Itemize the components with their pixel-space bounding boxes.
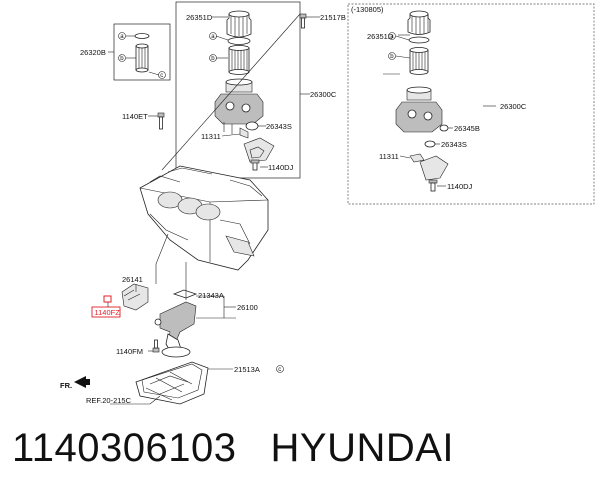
- caption: 1140306103 HYUNDAI: [12, 426, 592, 476]
- oil-filter-adapter-26141: [121, 283, 149, 311]
- inset-label-26351d: 26351D: [367, 32, 394, 41]
- label-21343a: 21343A: [198, 291, 224, 300]
- label-21513a: 21513A: [234, 365, 260, 374]
- label-26141: 26141: [122, 275, 143, 284]
- label-26100: 26100: [237, 303, 258, 312]
- inset-label-26345b: 26345B: [454, 124, 480, 133]
- bracket-11311: [239, 127, 249, 139]
- o-ring-a: [227, 37, 251, 45]
- housing-gasket-plate: [243, 137, 275, 163]
- label-1140et: 1140ET: [122, 112, 148, 121]
- front-direction-arrow: [74, 376, 90, 388]
- callout-b: b: [120, 56, 124, 62]
- leader-lines-lower: [107, 284, 236, 405]
- inset-gasket-plate: [419, 155, 449, 181]
- label-11311: 11311: [201, 132, 221, 141]
- part-labels: 26351D 21517B 26320B 26300C 1140ET 26343…: [60, 5, 527, 405]
- label-1140fm: 1140FM: [116, 347, 143, 356]
- label-26343s: 26343S: [266, 122, 292, 131]
- engine-block: [139, 165, 269, 284]
- inset-o-ring: [408, 36, 430, 44]
- inset-bolt-1140dj: [428, 179, 438, 192]
- bolt-1140et: [157, 112, 165, 130]
- inset-bracket-11311: [409, 153, 425, 163]
- bolt-1140fm: [152, 339, 160, 353]
- label-1140fz: 1140FZ: [95, 308, 121, 317]
- o-ring-small: [134, 33, 150, 39]
- inset-gasket-26343s: [424, 140, 436, 148]
- label-1140dj: 1140DJ: [268, 163, 294, 172]
- filter-cap: [226, 10, 252, 38]
- parts-diagram: a b c a b c a b: [60, 1, 595, 405]
- label-21517b: 21517B: [320, 13, 346, 22]
- inset-range-label: (-130805): [351, 5, 384, 14]
- callout-c-pan: c: [278, 367, 281, 373]
- callout-b-main: b: [211, 56, 215, 62]
- highlighted-bolt-1140fz: 1140FZ: [91, 295, 121, 318]
- inset-label-26343s: 26343S: [441, 140, 467, 149]
- inset-housing: [395, 86, 443, 133]
- callout-c: c: [160, 73, 163, 79]
- inset-seal-26345b: [439, 124, 449, 132]
- oil-pan-21513a: [135, 361, 209, 405]
- label-ref: REF.20-215C: [86, 396, 132, 405]
- bolt-21517b: [299, 13, 307, 29]
- gasket-26343s: [245, 121, 259, 131]
- gasket-21343a: [172, 289, 198, 299]
- inset-label-1140dj: 1140DJ: [447, 182, 473, 191]
- callout-b-inset: b: [390, 54, 394, 60]
- inset-filter-cap: [407, 10, 431, 35]
- caption-part-number: 1140306103: [12, 426, 237, 470]
- filter-element-small: [135, 43, 149, 73]
- callout-a: a: [120, 34, 124, 40]
- inset-label-11311: 11311: [379, 152, 399, 161]
- label-fr: FR.: [60, 381, 72, 390]
- leader-lines: [108, 13, 320, 201]
- label-26320b: 26320B: [80, 48, 106, 57]
- inset-leader-lines: [383, 34, 496, 187]
- oil-pump-26100: [154, 301, 197, 358]
- label-26351d: 26351D: [186, 13, 213, 22]
- label-26300c: 26300C: [310, 90, 337, 99]
- inset-label-26300c: 26300C: [500, 102, 527, 111]
- inset-box: [347, 3, 595, 205]
- callout-a-main: a: [211, 34, 215, 40]
- caption-brand: HYUNDAI: [270, 426, 455, 470]
- filter-element: [228, 45, 250, 75]
- bolt-1140dj: [250, 159, 260, 171]
- callout-a-inset: a: [390, 34, 394, 40]
- inset-filter-element: [409, 47, 429, 75]
